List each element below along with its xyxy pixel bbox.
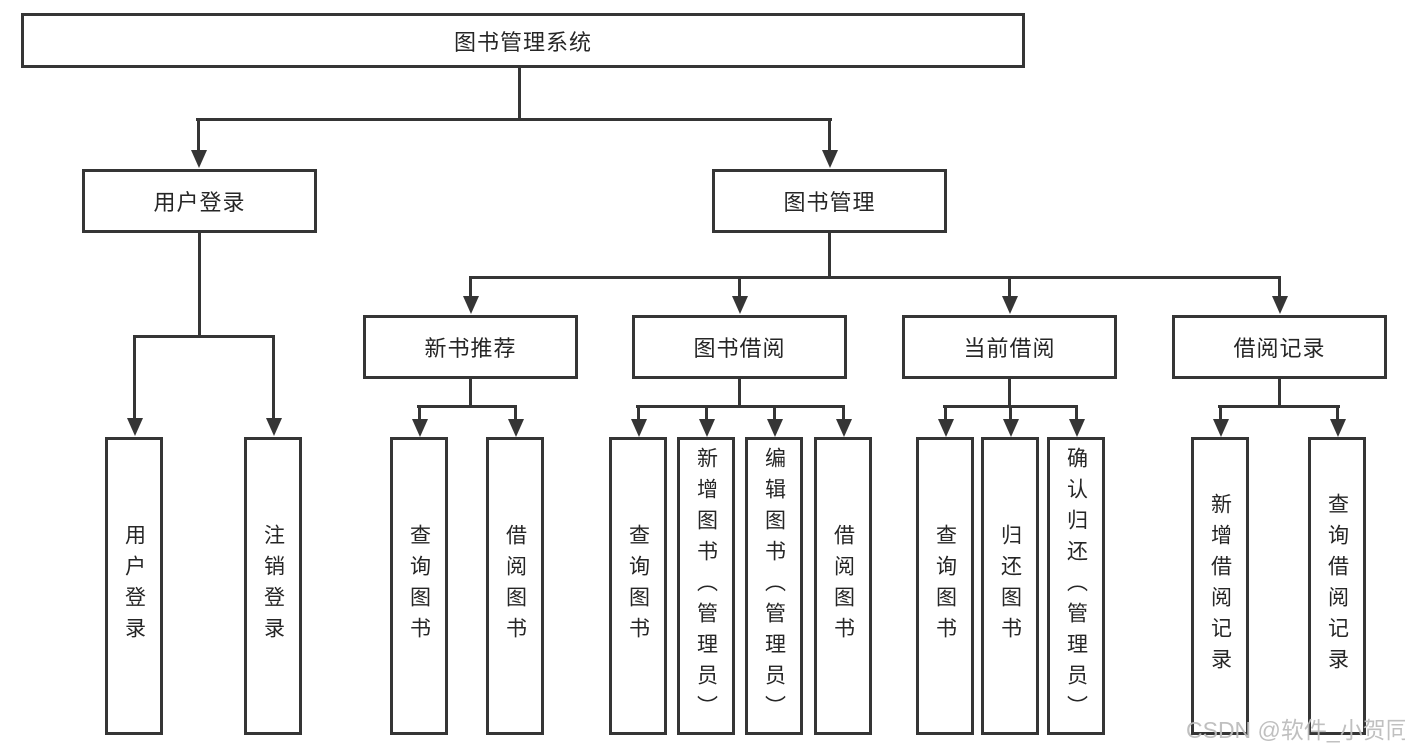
- connector-line: [418, 405, 421, 421]
- leaf-borrow-books: 借阅图书: [814, 437, 872, 735]
- arrow-down-icon: [127, 418, 143, 436]
- connector-line: [1218, 405, 1340, 408]
- arrow-down-icon: [732, 296, 748, 314]
- connector-line: [705, 405, 708, 421]
- arrow-down-icon: [822, 150, 838, 168]
- connector-line: [469, 276, 472, 300]
- arrow-down-icon: [463, 296, 479, 314]
- connector-line: [738, 379, 741, 407]
- arrow-down-icon: [508, 419, 524, 437]
- csdn-watermark: CSDN @软件_小贺同学: [1186, 717, 1405, 743]
- connector-line: [1278, 276, 1281, 300]
- connector-line: [1009, 405, 1012, 421]
- connector-line: [738, 276, 741, 300]
- node-label: 图书管理: [783, 190, 876, 215]
- connector-line: [197, 118, 200, 152]
- leaf-label: 查询借阅记录: [1325, 493, 1349, 679]
- node-label: 借阅记录: [1233, 336, 1326, 361]
- node-label: 当前借阅: [963, 336, 1056, 361]
- arrow-down-icon: [938, 419, 954, 437]
- leaf-label: 借阅图书: [831, 524, 855, 648]
- node-borrow-records: 借阅记录: [1172, 315, 1387, 379]
- connector-line: [842, 405, 845, 421]
- node-book-management: 图书管理: [712, 169, 947, 233]
- leaf-label: 归还图书: [998, 524, 1022, 648]
- arrow-down-icon: [1069, 419, 1085, 437]
- arrow-down-icon: [767, 419, 783, 437]
- arrow-down-icon: [1002, 296, 1018, 314]
- leaf-label: 借阅图书: [503, 524, 527, 648]
- arrow-down-icon: [836, 419, 852, 437]
- arrow-down-icon: [266, 418, 282, 436]
- leaf-confirm-return-admin: 确认归还（管理员）: [1047, 437, 1105, 735]
- connector-line: [469, 379, 472, 407]
- leaf-label: 新增借阅记录: [1208, 493, 1232, 679]
- connector-line: [1219, 405, 1222, 421]
- leaf-query-books-borrow: 查询图书: [609, 437, 667, 735]
- leaf-label: 查询图书: [933, 524, 957, 648]
- connector-line: [828, 233, 831, 278]
- leaf-label: 编辑图书（管理员）: [762, 446, 786, 726]
- leaf-add-book-admin: 新增图书（管理员）: [677, 437, 735, 735]
- connector-line: [636, 405, 845, 408]
- connector-line: [1278, 379, 1281, 407]
- leaf-query-books-current: 查询图书: [916, 437, 974, 735]
- connector-line: [637, 405, 640, 421]
- node-root-system: 图书管理系统: [21, 13, 1025, 68]
- connector-line: [417, 405, 517, 408]
- leaf-borrow-books-recommend: 借阅图书: [486, 437, 544, 735]
- arrow-down-icon: [631, 419, 647, 437]
- connector-line: [1008, 379, 1011, 407]
- leaf-label: 查询图书: [626, 524, 650, 648]
- leaf-label: 新增图书（管理员）: [694, 446, 718, 726]
- connector-line: [196, 118, 832, 121]
- node-new-book-recommend: 新书推荐: [363, 315, 578, 379]
- leaf-label: 查询图书: [407, 524, 431, 648]
- node-current-borrow: 当前借阅: [902, 315, 1117, 379]
- connector-line: [133, 335, 136, 420]
- arrow-down-icon: [1272, 296, 1288, 314]
- arrow-down-icon: [412, 419, 428, 437]
- connector-line: [133, 335, 275, 338]
- connector-line: [1008, 276, 1011, 300]
- leaf-edit-book-admin: 编辑图书（管理员）: [745, 437, 803, 735]
- node-user-login: 用户登录: [82, 169, 317, 233]
- connector-line: [828, 118, 831, 152]
- leaf-user-login: 用户登录: [105, 437, 163, 735]
- connector-line: [272, 335, 275, 420]
- leaf-query-books-recommend: 查询图书: [390, 437, 448, 735]
- node-label: 图书借阅: [693, 336, 786, 361]
- leaf-label: 用户登录: [122, 524, 146, 648]
- connector-line: [518, 68, 521, 120]
- leaf-label: 确认归还（管理员）: [1064, 446, 1088, 726]
- arrow-down-icon: [1213, 419, 1229, 437]
- arrow-down-icon: [1003, 419, 1019, 437]
- connector-line: [198, 233, 201, 337]
- leaf-label: 注销登录: [261, 524, 285, 648]
- node-label: 图书管理系统: [453, 29, 592, 55]
- arrow-down-icon: [1330, 419, 1346, 437]
- leaf-return-book: 归还图书: [981, 437, 1039, 735]
- connector-line: [944, 405, 947, 421]
- connector-line: [1075, 405, 1078, 421]
- arrow-down-icon: [699, 419, 715, 437]
- node-label: 用户登录: [153, 190, 246, 215]
- leaf-query-borrow-record: 查询借阅记录: [1308, 437, 1366, 735]
- connector-line: [773, 405, 776, 421]
- leaf-logout: 注销登录: [244, 437, 302, 735]
- connector-line: [1336, 405, 1339, 421]
- connector-line: [514, 405, 517, 421]
- arrow-down-icon: [191, 150, 207, 168]
- leaf-add-borrow-record: 新增借阅记录: [1191, 437, 1249, 735]
- node-label: 新书推荐: [424, 336, 517, 361]
- node-book-borrow: 图书借阅: [632, 315, 847, 379]
- connector-line: [469, 276, 1281, 279]
